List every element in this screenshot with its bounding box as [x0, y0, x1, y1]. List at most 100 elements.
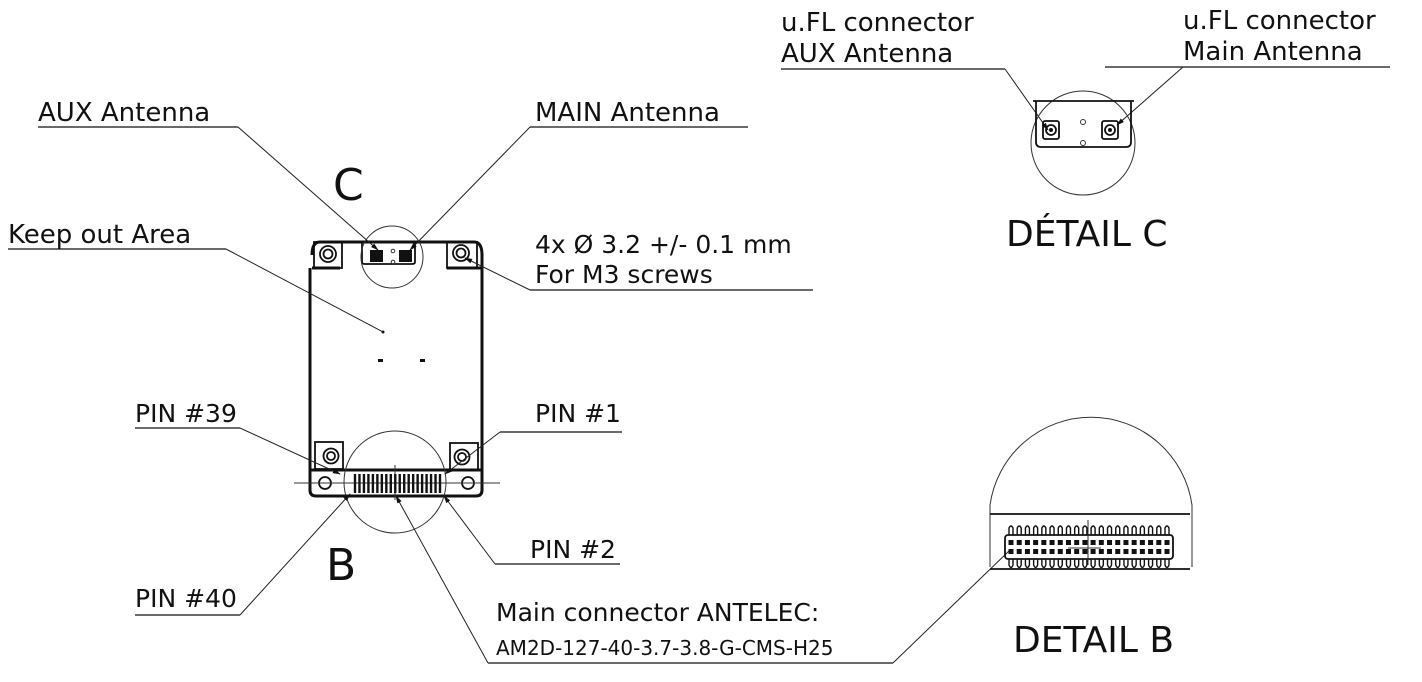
detail-pin-pad — [1074, 540, 1080, 545]
connector-pin — [394, 474, 397, 493]
pin-40-label: PIN #40 — [135, 584, 237, 613]
detail-c-aux-leader — [1004, 68, 1049, 131]
connector-pin — [420, 474, 424, 493]
detail-pin-pad — [1041, 540, 1047, 545]
detail-pin-pad — [1139, 540, 1145, 545]
detail-pin-pad — [1107, 549, 1113, 554]
detail-pin-pad — [1090, 549, 1096, 554]
detail-pin-pad — [1016, 549, 1022, 554]
detail-pin-lead-bottom — [1049, 559, 1055, 569]
detail-b-view: DETAIL B — [989, 416, 1193, 661]
detail-pin-lead-bottom — [1032, 559, 1039, 569]
detail-pin-pad — [1024, 549, 1030, 554]
detail-pin-lead-top — [1016, 525, 1022, 535]
mounting-pad-top-right — [446, 241, 478, 269]
detail-b-zoom-circle — [989, 416, 1193, 567]
detail-pin-pad — [1065, 549, 1071, 554]
detail-pin-pad — [1057, 540, 1063, 545]
detail-pin-lead-bottom — [1156, 559, 1162, 569]
screw-leader — [464, 257, 531, 291]
detail-pin-pad — [1148, 549, 1154, 554]
connector-pin — [416, 474, 419, 493]
detail-c-main-leader — [1116, 66, 1184, 126]
pin-2-label: PIN #2 — [530, 535, 616, 564]
detail-pin-lead-bottom — [1139, 559, 1146, 569]
main-antenna-label: MAIN Antenna — [535, 98, 720, 128]
connector-pin — [398, 474, 401, 493]
detail-pin-lead-bottom — [1057, 559, 1063, 569]
detail-pin-pad — [1131, 549, 1137, 554]
detail-pin-lead-top — [1082, 525, 1088, 535]
module-board — [294, 225, 500, 534]
detail-pin-pad — [1156, 540, 1162, 545]
detail-c-view: u.FL connector AUX Antenna u.FL connecto… — [781, 6, 1390, 255]
detail-c-circle — [360, 225, 424, 289]
detail-pin-lead-bottom — [1090, 559, 1096, 569]
detail-pin-lead-bottom — [1016, 559, 1022, 569]
detail-pin-lead-bottom — [1065, 559, 1072, 569]
detail-pin-pad — [1123, 549, 1129, 554]
pin-39-leader — [239, 427, 341, 475]
detail-pin-pad — [1082, 540, 1088, 545]
detail-pin-lead-top — [1008, 525, 1014, 535]
detail-pin-lead-top — [1049, 525, 1055, 535]
detail-pin-lead-bottom — [1073, 559, 1080, 569]
detail-pin-lead-top — [1032, 525, 1039, 535]
main-connector-label: Main connector ANTELEC: — [496, 598, 819, 627]
detail-pin-pad — [1131, 540, 1137, 545]
aux-ufl-connector — [370, 250, 383, 262]
detail-pin-lead-bottom — [1115, 559, 1121, 569]
detail-pin-pad — [1008, 549, 1014, 554]
detail-c-marker: C — [333, 160, 364, 211]
aux-antenna-leader — [237, 126, 379, 251]
detail-pin-pad — [1090, 540, 1096, 545]
connector-pin — [371, 474, 375, 493]
detail-b-pins — [1008, 525, 1170, 569]
detail-pin-pad — [1148, 540, 1154, 545]
connector-pin — [434, 474, 437, 493]
detail-pin-lead-top — [1131, 525, 1137, 535]
detail-pin-lead-top — [1106, 525, 1113, 535]
detail-pin-pad — [1074, 549, 1080, 554]
detail-pin-lead-bottom — [1164, 559, 1170, 569]
mounting-pad-top-left — [313, 241, 343, 269]
detail-pin-pad — [1139, 549, 1145, 554]
keep-out-marker — [378, 359, 383, 362]
connector-pin — [429, 474, 433, 493]
pin-40-leader — [239, 493, 351, 616]
main-connector-pins — [353, 474, 442, 493]
detail-pin-lead-top — [1057, 525, 1063, 535]
connector-pin — [403, 474, 406, 493]
antenna-connector-area — [361, 242, 416, 265]
detail-pin-lead-bottom — [1147, 559, 1154, 569]
detail-pin-lead-bottom — [1123, 559, 1129, 569]
detail-pin-pad — [1065, 540, 1071, 545]
detail-pin-lead-bottom — [1041, 559, 1047, 569]
detail-pin-pad — [1164, 549, 1170, 554]
detail-b-title: DETAIL B — [1013, 620, 1174, 661]
detail-pin-pad — [1115, 549, 1121, 554]
main-ufl-connector — [399, 250, 412, 262]
detail-c-main-ufl — [1101, 120, 1119, 140]
connector-pin — [353, 474, 357, 493]
detail-c-connector-area — [1035, 101, 1132, 148]
connector-pin — [367, 474, 370, 493]
detail-c-aux-ufl — [1042, 120, 1060, 140]
detail-pin-lead-top — [1156, 525, 1162, 535]
detail-c-main-line1: u.FL connector — [1183, 6, 1376, 36]
detail-b-connector-leader — [892, 549, 1011, 664]
detail-c-title: DÉTAIL C — [1006, 213, 1168, 255]
detail-pin-pad — [1049, 540, 1055, 545]
detail-pin-lead-top — [1041, 525, 1047, 535]
keep-out-marker — [420, 359, 425, 362]
pin-39-label: PIN #39 — [135, 399, 237, 428]
detail-b-connector-body — [1004, 534, 1174, 560]
screw-hole-spec-label: 4x Ø 3.2 +/- 0.1 mm — [535, 230, 792, 259]
connector-pin — [380, 474, 384, 493]
pin-1-label: PIN #1 — [535, 399, 621, 428]
detail-pin-lead-bottom — [1008, 559, 1014, 569]
detail-c-aux-line2: AUX Antenna — [781, 39, 953, 69]
connector-pin — [411, 474, 415, 493]
detail-pin-pad — [1115, 540, 1121, 545]
detail-pin-pad — [1098, 540, 1104, 545]
